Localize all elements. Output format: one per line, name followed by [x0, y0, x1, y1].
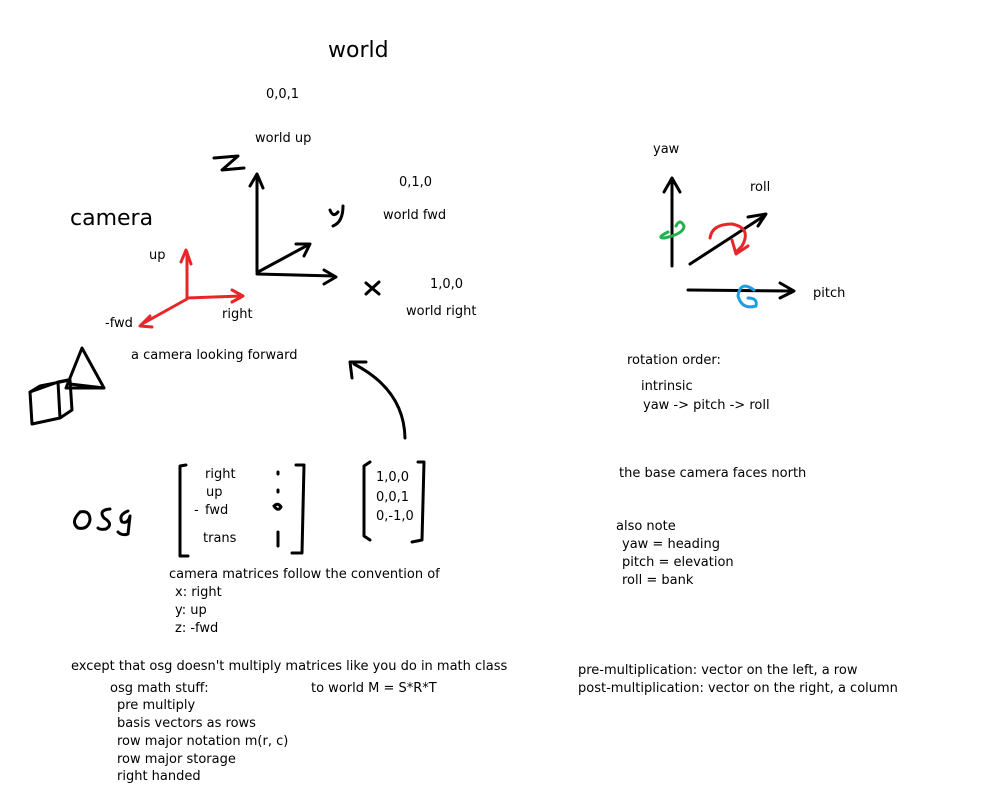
world-fwd-label: world fwd	[383, 208, 447, 223]
z-letter	[212, 154, 246, 172]
except-note: except that osg doesn't multiply matrice…	[71, 659, 508, 674]
math-item: basis vectors as rows	[117, 716, 256, 731]
math-item: row major storage	[117, 752, 236, 767]
world-x-arrowhead	[322, 268, 338, 286]
matrix-row-up: up	[206, 485, 223, 500]
camera-caption: a camera looking forward	[131, 348, 298, 363]
camera-lens-icon	[64, 346, 106, 390]
matrix-value-1: 0,0,1	[376, 490, 410, 505]
post-multiplication-note: post-multiplication: vector on the right…	[578, 681, 898, 696]
roll-arrowhead	[746, 212, 768, 228]
camera-title: camera	[70, 206, 154, 231]
world-fwd-coord: 0,1,0	[399, 175, 433, 190]
pitch-rotation-arrow	[736, 284, 758, 309]
pre-multiplication-note: pre-multiplication: vector on the left, …	[578, 663, 858, 678]
convention-line: z: -fwd	[175, 621, 219, 636]
yaw-label: yaw	[653, 142, 680, 157]
world-up-label: world up	[255, 131, 312, 146]
matrix-value-0: 1,0,0	[376, 470, 410, 485]
roll-rotation-arrow	[708, 222, 747, 254]
world-y-arrowhead	[294, 242, 312, 258]
to-world-formula: to world M = S*R*T	[311, 681, 437, 696]
convention-heading: camera matrices follow the convention of	[169, 567, 440, 582]
world-z-arrowhead	[248, 172, 265, 190]
math-item: row major notation m(r, c)	[117, 734, 289, 749]
matrix-row-fwd: fwd	[205, 503, 229, 518]
pitch-arrowhead	[778, 281, 796, 300]
roll-rotation-head	[730, 238, 750, 256]
yaw-rotation-arrow	[659, 220, 686, 240]
rotation-order: yaw -> pitch -> roll	[643, 398, 770, 413]
matrix-value-2: 0,-1,0	[376, 509, 414, 524]
world-y-axis	[256, 243, 310, 274]
note-line: pitch = elevation	[622, 555, 734, 570]
math-item: pre multiply	[117, 698, 196, 713]
matrix-bracket-right	[290, 463, 306, 555]
x-letter	[364, 280, 381, 296]
also-note-heading: also note	[616, 519, 676, 534]
camera-fwd-axis	[140, 297, 189, 326]
roll-label: roll	[750, 180, 771, 195]
matrix-row-right: right	[205, 467, 236, 482]
note-line: roll = bank	[622, 573, 694, 588]
world-right-coord: 1,0,0	[430, 277, 464, 292]
camera-right-arrowhead	[230, 288, 245, 304]
curved-arrow	[352, 362, 407, 440]
curved-arrow-head	[348, 360, 368, 380]
world-x-axis	[255, 272, 336, 278]
world-title: world	[328, 38, 389, 63]
rotation-intrinsic: intrinsic	[641, 379, 693, 394]
osg-s	[96, 507, 112, 531]
values-bracket-right	[410, 460, 426, 544]
world-up-coord: 0,0,1	[266, 87, 300, 102]
camera-right-label: right	[222, 307, 253, 322]
convention-line: y: up	[175, 603, 207, 618]
camera-up-label: up	[149, 248, 166, 263]
base-camera-note: the base camera faces north	[619, 466, 807, 481]
osg-o	[73, 510, 92, 530]
note-line: yaw = heading	[622, 537, 721, 552]
camera-fwd-arrowhead	[138, 314, 154, 329]
camera-right-axis	[185, 294, 243, 300]
values-bracket-left	[362, 460, 372, 542]
camera-fwd-label: -fwd	[105, 316, 133, 331]
matrix-zero	[272, 502, 283, 511]
pitch-label: pitch	[813, 286, 846, 301]
matrix-row-trans: trans	[203, 531, 237, 546]
osg-g	[116, 509, 132, 537]
y-letter	[328, 204, 345, 228]
convention-line: x: right	[175, 585, 222, 600]
yaw-arrowhead	[662, 176, 682, 194]
roll-axis	[688, 214, 766, 266]
matrix-fwd-prefix: -	[194, 503, 199, 518]
math-stuff-heading: osg math stuff:	[110, 681, 209, 696]
camera-up-arrowhead	[179, 248, 193, 266]
world-right-label: world right	[406, 304, 477, 319]
math-item: right handed	[117, 769, 201, 784]
matrix-bracket-left	[178, 463, 190, 558]
rotation-order-heading: rotation order:	[627, 353, 721, 368]
